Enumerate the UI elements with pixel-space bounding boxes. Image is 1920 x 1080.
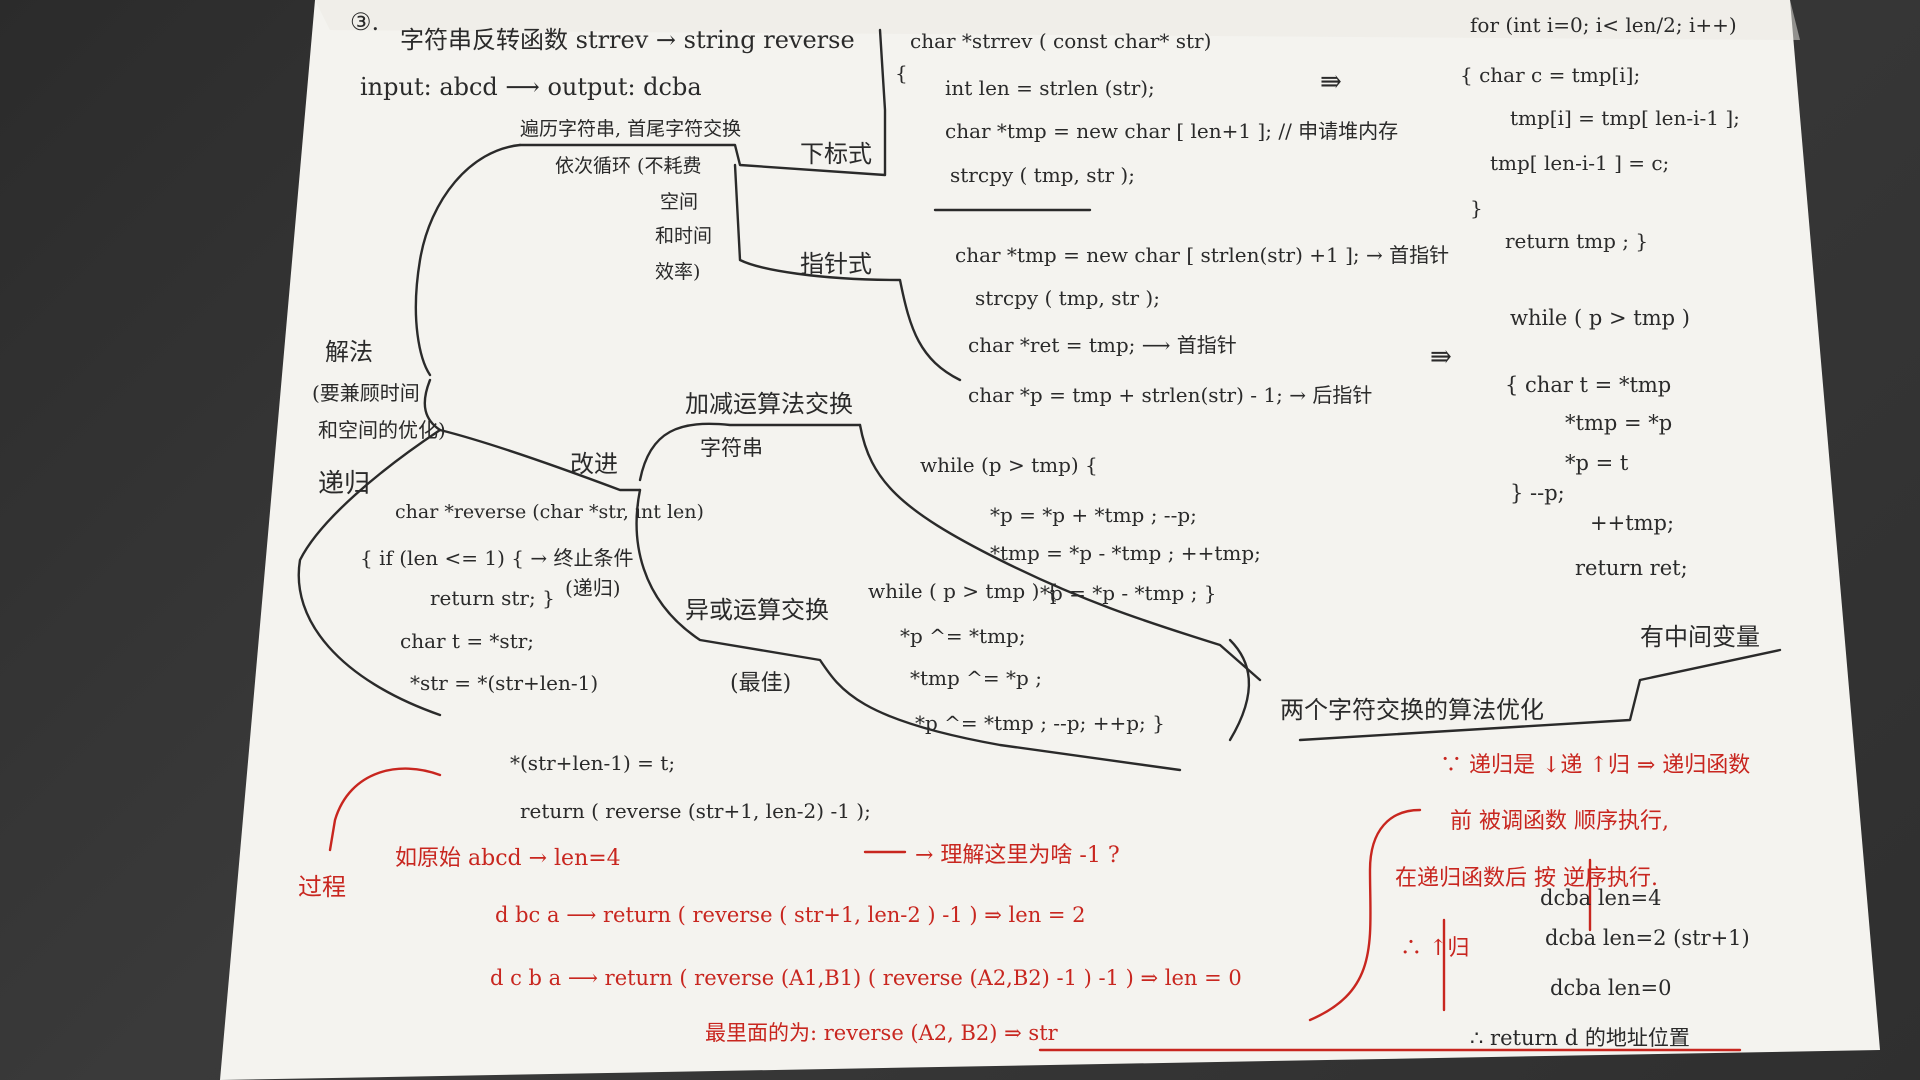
branch-note-5: 效率) (655, 261, 700, 283)
red-annotation-lines (328, 767, 1742, 1052)
code-line: tmp[ len-i-1 ] = c; (1490, 151, 1669, 175)
trace-2: dcba len=2 (str+1) (1545, 926, 1750, 950)
add-sub-code-block: while (p > tmp) { *p = *p + *tmp ; --p; … (920, 453, 1261, 605)
xor-swap-label: 异或运算交换 (685, 596, 829, 624)
branch-note-4: 和时间 (655, 225, 712, 247)
input-output-line: input: abcd ⟶ output: dcba (360, 73, 702, 101)
trace-3: dcba len=0 (1550, 976, 1671, 1000)
step-2: d c b a ⟶ return ( reverse (A1,B1) ( rev… (490, 966, 1242, 990)
code-line: { (895, 61, 908, 85)
code-line: *p = *p + *tmp ; --p; (990, 503, 1197, 527)
recursion-note-2: 前 被调函数 顺序执行, (1450, 809, 1669, 834)
page-title: 字符串反转函数 strrev → string reverse (400, 26, 855, 54)
code-line: int len = strlen (str); (945, 76, 1155, 100)
step-1: d bc a ⟶ return ( reverse ( str+1, len-2… (495, 903, 1086, 927)
code-line: *p ^= *tmp; (900, 624, 1026, 648)
loop-code-block: for (int i=0; i< len/2; i++) { char c = … (1460, 13, 1740, 253)
example-line: 如原始 abcd → len=4 (395, 846, 621, 871)
code-line: *p = *p - *tmp ; } (1040, 581, 1217, 605)
mind-map-branches (297, 28, 1782, 772)
pointer-code-block: char *tmp = new char [ strlen(str) +1 ];… (955, 243, 1449, 407)
code-line: tmp[i] = tmp[ len-i-1 ]; (1510, 106, 1740, 130)
string-label: 字符串 (700, 436, 763, 460)
branch-note-2: 依次循环 (不耗费 (555, 155, 701, 177)
code-line: ++tmp; (1590, 511, 1674, 535)
recursive-code-block: char *reverse (char *str, int len) { if … (360, 501, 871, 823)
subscript-code-block: char *strrev ( const char* str) { int le… (895, 29, 1398, 187)
code-line: while ( p > tmp ) (1510, 306, 1690, 330)
methods-note-1: (要兼顾时间 (312, 381, 420, 405)
code-line: char *strrev ( const char* str) (910, 29, 1211, 53)
code-line: *str = *(str+len-1) (410, 671, 598, 695)
implies-arrow-2: ⇛ (1430, 342, 1452, 372)
code-line: char t = *str; (400, 629, 534, 653)
code-line: while ( p > tmp ) { (868, 579, 1058, 603)
code-line: *tmp ^= *p ; (910, 666, 1042, 690)
best-label: (最佳) (730, 671, 791, 696)
code-line: for (int i=0; i< len/2; i++) (1470, 13, 1737, 37)
code-line: *tmp = *p (1565, 411, 1672, 435)
subscript-branch-label: 下标式 (800, 140, 872, 168)
red-question: → 理解这里为啥 -1 ? (915, 843, 1120, 868)
code-line: (递归) (565, 576, 621, 600)
code-line: *(str+len-1) = t; (510, 751, 675, 775)
swap-optimisation-title: 两个字符交换的算法优化 (1280, 696, 1544, 724)
code-line: *p = t (1565, 451, 1629, 475)
recursion-note-3: 在递归函数后 按 逆序执行. (1395, 866, 1658, 891)
code-line: char *tmp = new char [ strlen(str) +1 ];… (955, 243, 1449, 267)
code-line: } --p; (1510, 481, 1565, 505)
recursion-note-1: ∵ 递归是 ↓递 ↑归 ⇒ 递归函数 (1440, 753, 1750, 778)
trace-notes: dcba len=4 dcba len=2 (str+1) dcba len=0… (1470, 886, 1750, 1050)
code-line: *tmp = *p - *tmp ; ++tmp; (990, 541, 1261, 565)
improve-label: 改进 (570, 450, 618, 478)
implies-arrow: ⇛ (1320, 67, 1342, 97)
add-sub-swap-label: 加减运算法交换 (685, 390, 853, 418)
code-line: return ( reverse (str+1, len-2) -1 ); (520, 799, 871, 823)
process-label: 过程 (298, 873, 346, 901)
code-line: return tmp ; } (1505, 229, 1648, 253)
section-number: ③. (350, 8, 379, 36)
code-line: while (p > tmp) { (920, 453, 1098, 477)
code-line: return ret; (1575, 556, 1688, 580)
pointer-loop-block: while ( p > tmp ) { char t = *tmp *tmp =… (1505, 306, 1690, 580)
recursive-label: 递归 (318, 469, 370, 499)
red-notes: → 理解这里为啥 -1 ? 过程 如原始 abcd → len=4 d bc a… (298, 753, 1750, 1045)
trace-result: ∴ return d 的地址位置 (1470, 1026, 1690, 1050)
code-line: char *reverse (char *str, int len) (395, 501, 704, 523)
code-line: return str; } (430, 586, 555, 610)
code-line: char *p = tmp + strlen(str) - 1; → 后指针 (968, 383, 1372, 407)
methods-note-2: 和空间的优化) (318, 418, 446, 442)
trace-1: dcba len=4 (1540, 886, 1661, 910)
code-line: strcpy ( tmp, str ); (975, 286, 1160, 310)
recursion-up-note: ∴ ↑归 (1400, 936, 1469, 961)
branch-note-3: 空间 (660, 191, 698, 213)
paper-sheet (220, 0, 1880, 1080)
branch-note-1: 遍历字符串, 首尾字符交换 (520, 118, 741, 140)
code-line: char *ret = tmp; ⟶ 首指针 (968, 333, 1237, 357)
code-line: { char t = *tmp (1505, 373, 1671, 397)
code-line: } (1470, 196, 1483, 220)
intermediate-variable-tag: 有中间变量 (1640, 623, 1760, 651)
step-3: 最里面的为: reverse (A2, B2) ⇒ str (705, 1021, 1059, 1045)
code-line: { if (len <= 1) { → 终止条件 (360, 546, 633, 570)
code-line: *p ^= *tmp ; --p; ++p; } (915, 711, 1165, 735)
code-line: char *tmp = new char [ len+1 ]; // 申请堆内存 (945, 119, 1398, 143)
code-line: strcpy ( tmp, str ); (950, 163, 1135, 187)
xor-code-block: while ( p > tmp ) { *p ^= *tmp; *tmp ^= … (868, 579, 1165, 735)
pointer-branch-label: 指针式 (800, 250, 872, 278)
methods-label: 解法 (325, 338, 373, 366)
code-line: { char c = tmp[i]; (1460, 63, 1640, 87)
